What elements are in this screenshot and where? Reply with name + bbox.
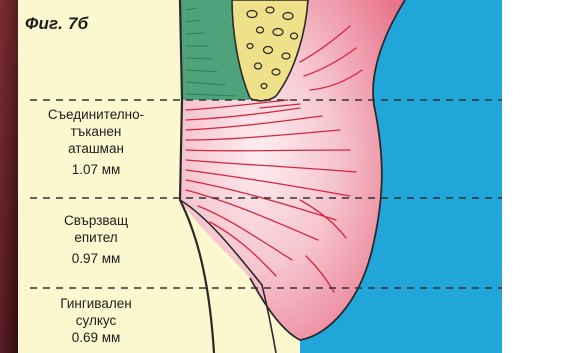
figure-title: Фиг. 7б xyxy=(25,14,88,34)
zone-label-line: Свързващ xyxy=(36,212,156,229)
zone-label-line: Гингивален xyxy=(36,295,156,312)
page-margin xyxy=(502,0,570,353)
zone-label-line: аташман xyxy=(36,140,156,157)
zone-measurement: 1.07 мм xyxy=(36,161,156,178)
zone-label-line: епител xyxy=(36,229,156,246)
zone-measurement: 0.97 мм xyxy=(36,250,156,267)
zone-label-junctional-epithelium: Свързващ епител 0.97 мм xyxy=(36,212,156,267)
clinical-photo-edge xyxy=(0,0,18,353)
zone-label-line: тъканен xyxy=(36,123,156,140)
zone-label-line: сулкус xyxy=(36,312,156,329)
zone-measurement: 0.69 мм xyxy=(36,329,156,346)
zone-label-line: Съединително- xyxy=(36,106,156,123)
zone-label-gingival-sulcus: Гингивален сулкус 0.69 мм xyxy=(36,295,156,346)
zone-label-connective-attachment: Съединително- тъканен аташман 1.07 мм xyxy=(36,106,156,178)
